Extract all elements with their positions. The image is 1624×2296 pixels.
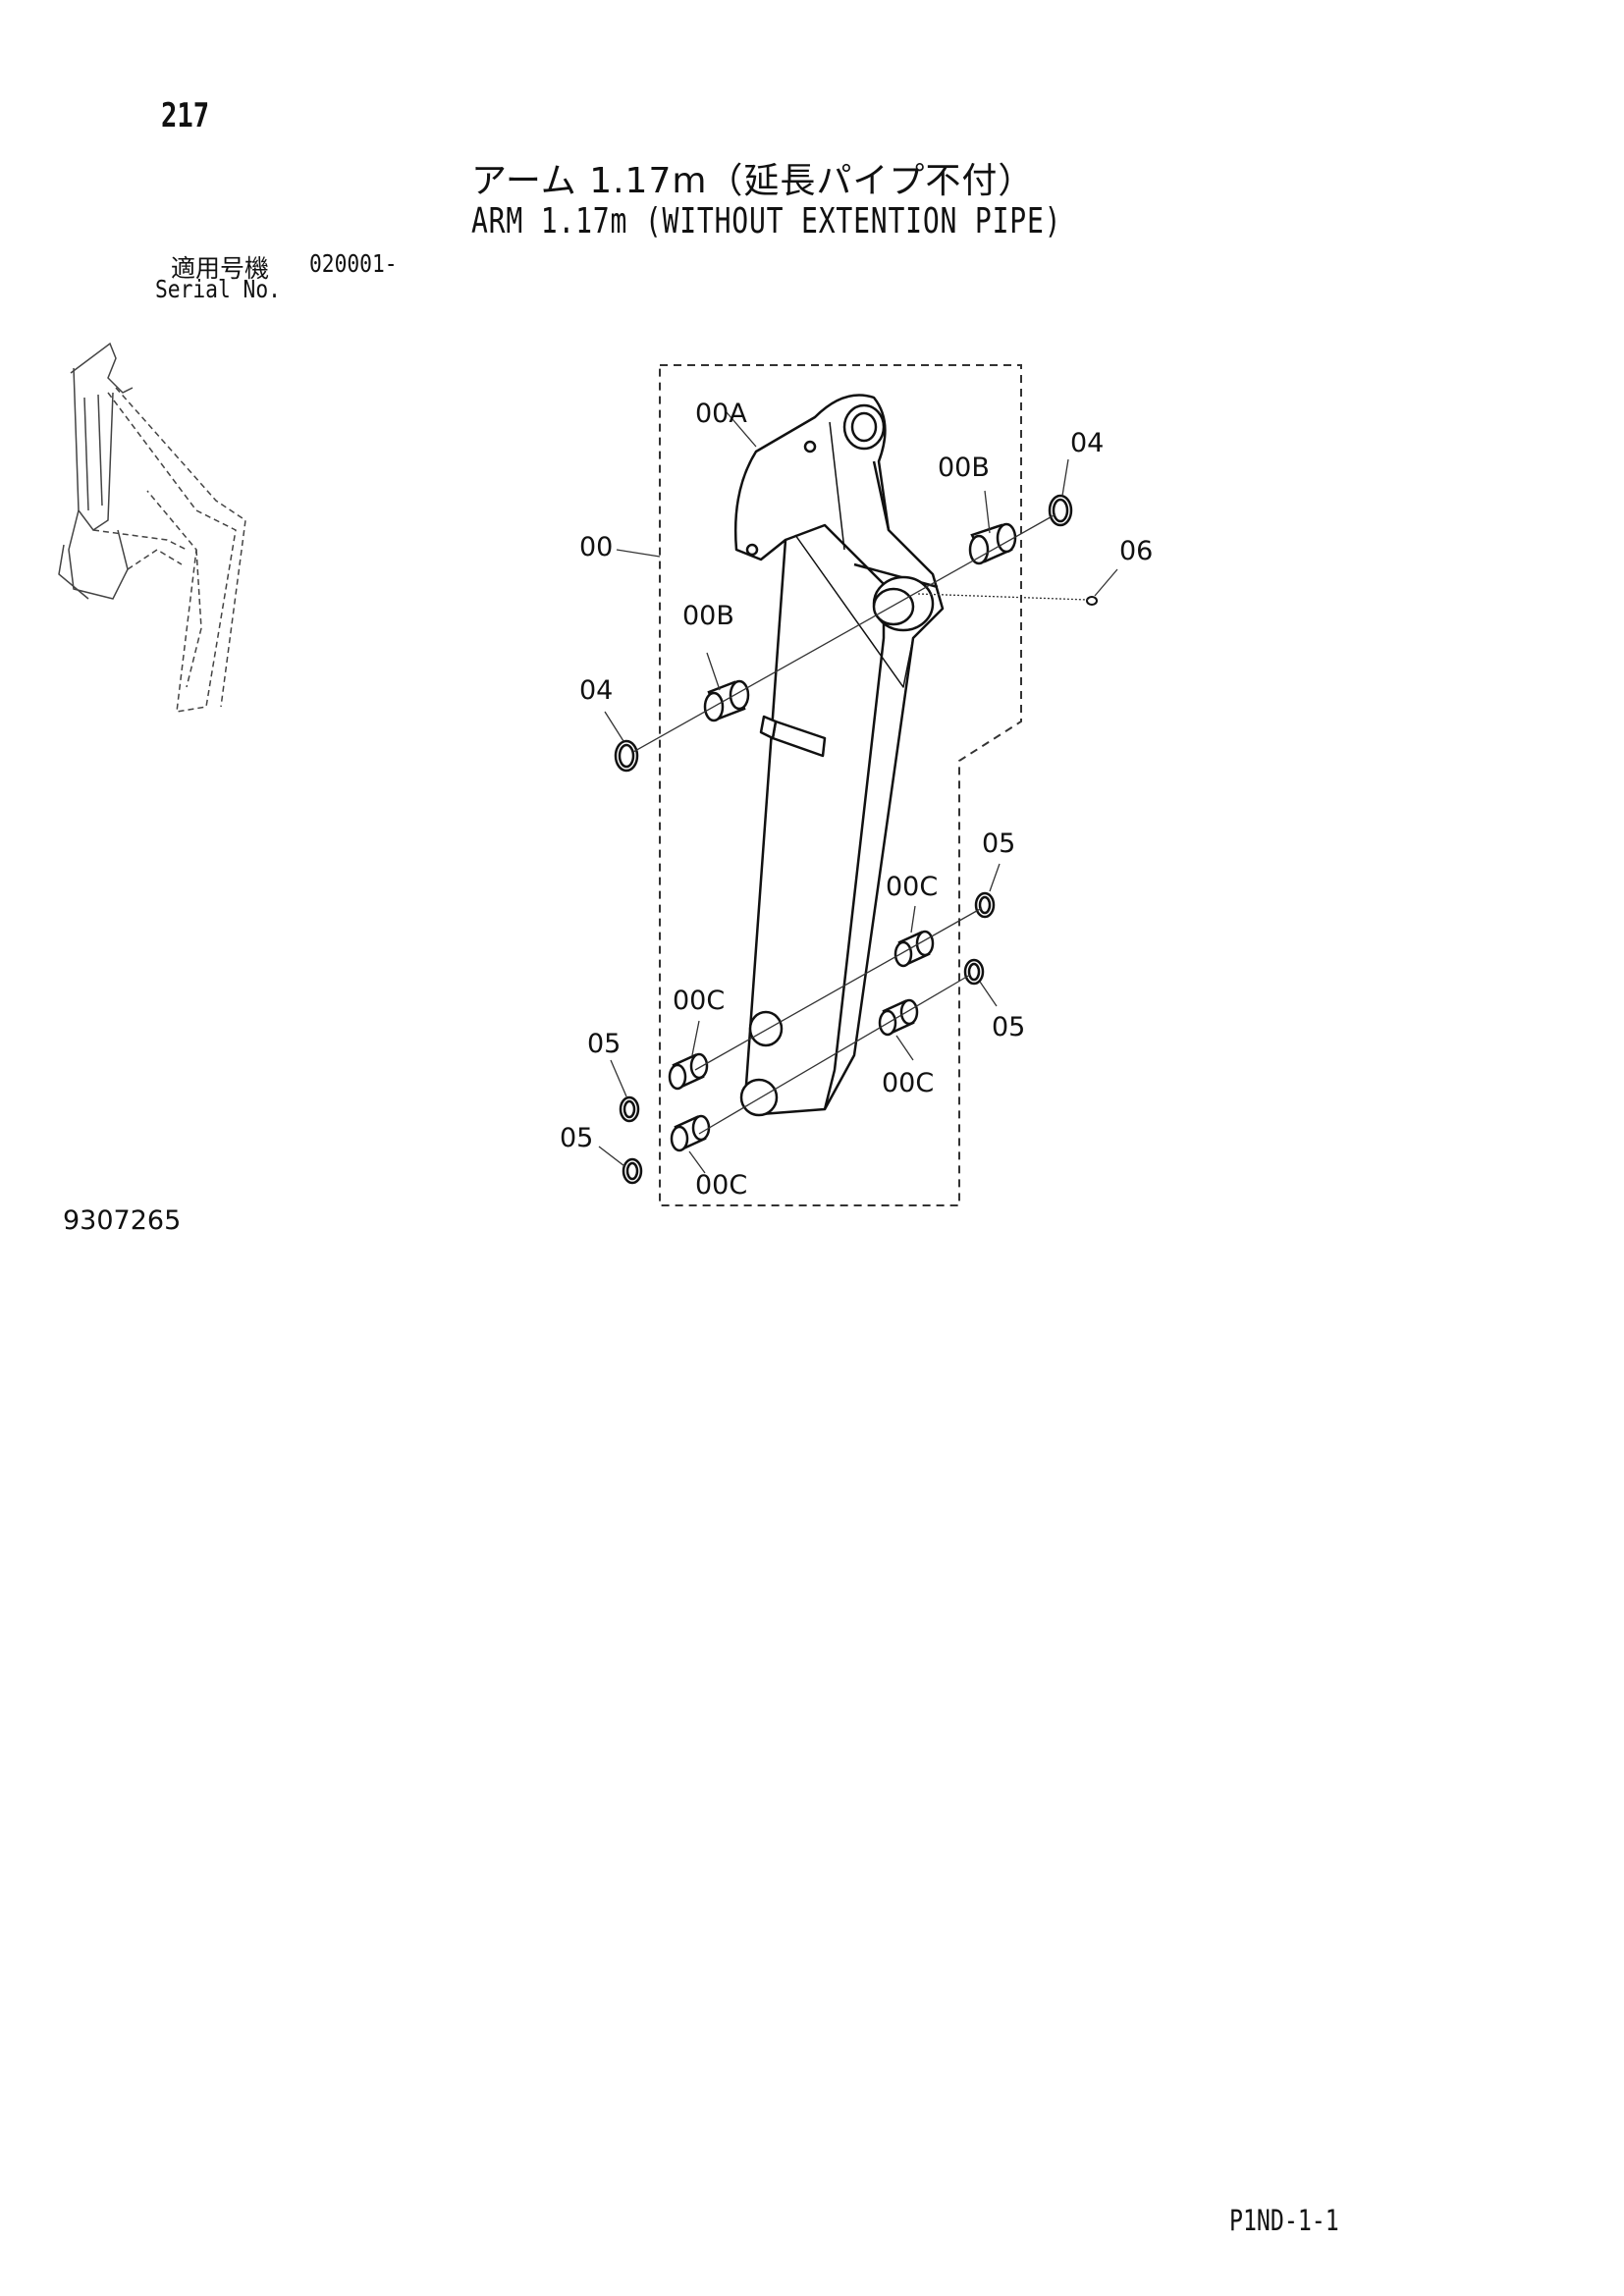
arm-body xyxy=(733,394,945,1117)
title-japanese: アーム 1.17m（延長パイプ不付） xyxy=(471,161,1035,201)
callout-04-right: 04 xyxy=(1070,428,1104,458)
callout-00c-4: 00C xyxy=(695,1170,747,1201)
callout-05-b: 05 xyxy=(992,1012,1025,1042)
bushing-00c-3 xyxy=(668,1052,709,1091)
rings-05 xyxy=(619,891,996,1185)
callout-04-left: 04 xyxy=(579,675,613,706)
leader-lines xyxy=(598,411,1118,1174)
grease-fitting-06 xyxy=(1086,596,1098,606)
page-number: 217 xyxy=(161,96,210,135)
bushing-00c-4 xyxy=(670,1114,711,1152)
callout-00b-right: 00B xyxy=(938,453,990,483)
serial-label-japanese: 適用号機 xyxy=(171,254,270,283)
callout-labels: 00 00A 00B 04 06 00B 04 05 00C 00C 05 05… xyxy=(560,399,1153,1201)
callout-05-c: 05 xyxy=(587,1029,621,1059)
callout-05-d: 05 xyxy=(560,1123,593,1153)
assembly-boundary xyxy=(659,364,1022,1206)
bushing-00b-right xyxy=(968,522,1017,565)
callout-06: 06 xyxy=(1119,536,1153,566)
callout-00b-left: 00B xyxy=(682,601,734,631)
machine-locator-thumbnail xyxy=(58,342,246,713)
callout-00c-3: 00C xyxy=(673,986,725,1016)
callout-05-a: 05 xyxy=(982,828,1015,859)
title-english: ARM 1.17m (WITHOUT EXTENTION PIPE) xyxy=(471,201,1062,241)
serial-label-english: Serial No. xyxy=(155,275,281,303)
callout-00c-1: 00C xyxy=(886,872,938,902)
bushing-00b-left xyxy=(703,679,750,722)
drawing-number: 9307265 xyxy=(63,1205,182,1236)
bushing-00c-1 xyxy=(893,930,935,968)
callout-00a: 00A xyxy=(695,399,747,429)
callout-00: 00 xyxy=(579,532,613,562)
sheet-code: P1ND-1-1 xyxy=(1229,2204,1339,2237)
serial-number-value: 020001- xyxy=(309,249,398,278)
ring-04-right xyxy=(1048,494,1073,527)
ring-04-left xyxy=(614,739,639,773)
callout-00c-2: 00C xyxy=(882,1068,934,1098)
